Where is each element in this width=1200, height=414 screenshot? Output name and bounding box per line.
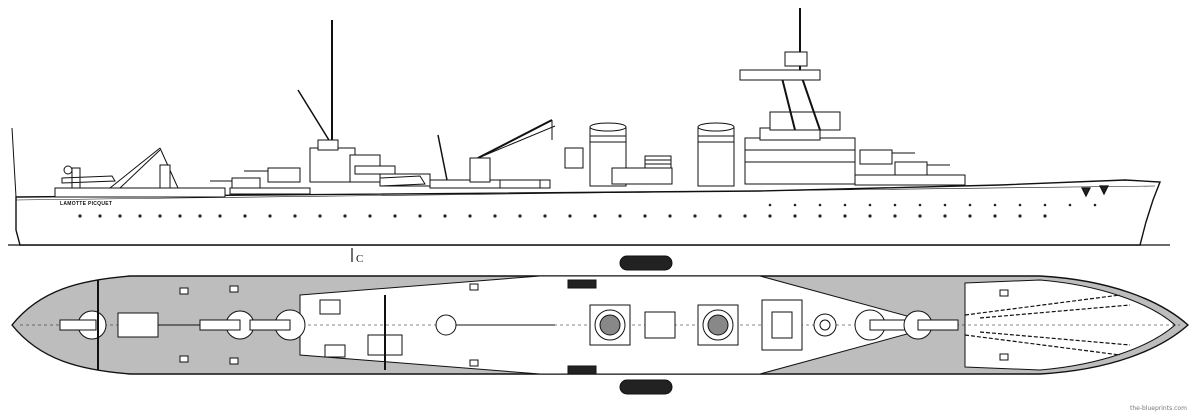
fore-funnel — [697, 122, 735, 187]
deck-fittings — [319, 295, 555, 370]
sheer-line — [15, 185, 1156, 201]
side-profile-view: LAMOTTE PICQUET — [8, 8, 1170, 262]
boat-crane — [469, 119, 556, 183]
portholes — [78, 203, 1097, 218]
anchor-chains — [964, 294, 1131, 356]
stern-flagstaff — [11, 127, 17, 198]
bridge-plan — [761, 299, 837, 351]
aft-turrets-plan — [199, 309, 306, 341]
foremast — [739, 8, 821, 131]
forward-gun-turrets — [854, 149, 966, 186]
stern-guns-plan — [59, 280, 200, 370]
ship-boats — [567, 255, 673, 395]
aft-gun-turrets — [210, 167, 311, 195]
ventilator-stack — [564, 147, 673, 185]
forward-turrets-plan — [854, 309, 959, 341]
section-label: C — [356, 253, 363, 265]
anchor-emblems — [1081, 185, 1109, 198]
bridge-superstructure — [744, 111, 856, 185]
stern-superstructure — [54, 147, 226, 198]
main-mast — [297, 20, 381, 183]
credit-watermark: the-blueprints.com — [1130, 405, 1187, 412]
plan-view — [11, 255, 1190, 395]
midships-deck-works — [354, 134, 551, 189]
seaplane-icon — [61, 167, 116, 189]
aft-funnel — [589, 122, 627, 187]
ship-name-plate: LAMOTTE PICQUET — [60, 201, 112, 207]
funnel-tops-plan — [589, 304, 739, 346]
deck-vents — [179, 283, 1009, 367]
